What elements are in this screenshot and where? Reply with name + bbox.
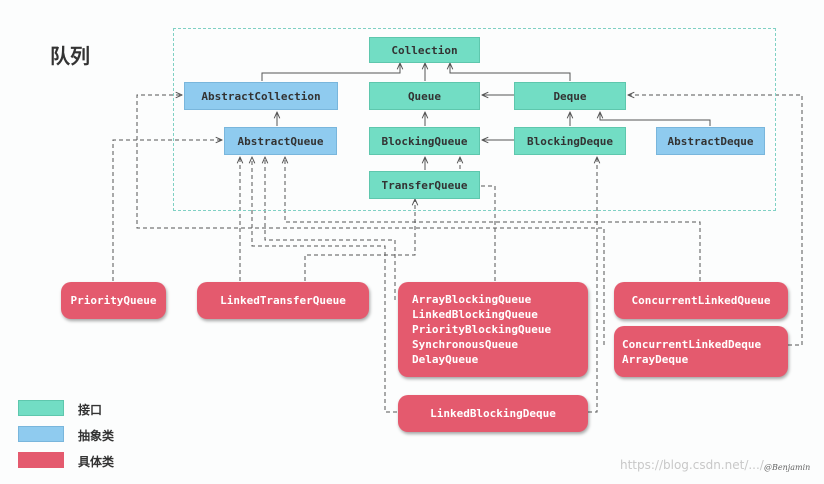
node-transfer-queue: TransferQueue: [369, 171, 480, 199]
interface-region: [173, 28, 776, 211]
line-ltq-transferqueue: [304, 199, 415, 281]
legend-label-interface: 接口: [78, 403, 103, 417]
class-linked-blocking-queue: LinkedBlockingQueue: [412, 308, 538, 321]
node-queue: Queue: [369, 82, 480, 110]
legend-label-abstract: 抽象类: [78, 429, 115, 443]
line-absdeque-deque: [600, 112, 711, 126]
node-abstract-deque: AbstractDeque: [656, 127, 765, 155]
line-bimpls-absqueue: [265, 157, 396, 300]
legend-label-concrete: 具体类: [78, 455, 115, 469]
node-priority-queue: PriorityQueue: [61, 282, 166, 319]
watermark: https://blog.csdn.net/.../: [620, 458, 764, 472]
line-deque-collection: [450, 63, 571, 81]
class-array-blocking-queue: ArrayBlockingQueue: [412, 293, 532, 306]
legend-swatch-concrete: [18, 452, 64, 468]
node-blocking-queue: BlockingQueue: [369, 127, 480, 155]
line-dimpls-deque: [628, 95, 803, 346]
node-linked-transfer-queue: LinkedTransferQueue: [197, 282, 369, 319]
class-synchronous-queue: SynchronousQueue: [412, 338, 518, 351]
class-delay-queue: DelayQueue: [412, 353, 479, 366]
line-priorityqueue-absqueue: [112, 140, 222, 281]
line-clq-abscoll: [136, 95, 605, 345]
diagram-title: 队列: [50, 44, 90, 68]
author-credit: @Benjamin: [764, 463, 811, 472]
line-lbd-blockingdeque: [588, 157, 597, 413]
node-linked-blocking-deque: LinkedBlockingDeque: [398, 395, 588, 432]
node-blocking-queue-impls: ArrayBlockingQueue LinkedBlockingQueue P…: [398, 282, 588, 377]
node-concurrent-linked-queue: ConcurrentLinkedQueue: [614, 282, 788, 319]
node-abstract-queue: AbstractQueue: [224, 127, 337, 155]
class-array-deque: ArrayDeque: [622, 352, 689, 366]
legend-swatch-interface: [18, 400, 64, 416]
class-concurrent-linked-deque: ConcurrentLinkedDeque: [622, 337, 762, 351]
node-abstract-collection: AbstractCollection: [184, 82, 338, 110]
node-blocking-deque: BlockingDeque: [514, 127, 626, 155]
class-priority-blocking-queue: PriorityBlockingQueue: [412, 323, 552, 336]
node-collection: Collection: [369, 37, 480, 63]
legend-swatch-abstract: [18, 426, 64, 442]
node-deque-impls: ConcurrentLinkedDeque ArrayDeque: [614, 326, 788, 377]
line-clq-absqueue: [285, 157, 701, 281]
line-lbd-absqueue: [252, 157, 397, 413]
node-deque: Deque: [514, 82, 626, 110]
line-abscoll-collection: [261, 63, 400, 81]
